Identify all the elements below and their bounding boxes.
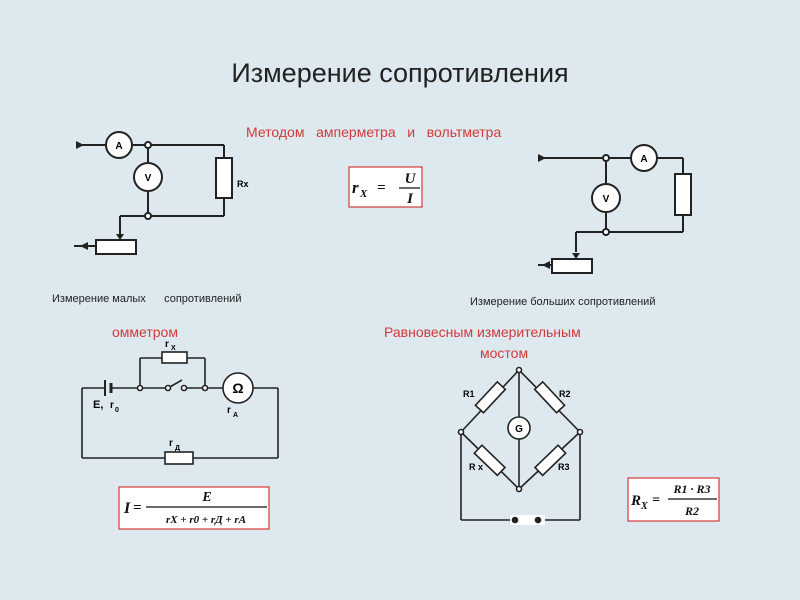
formula-rx-ui: r X = U I bbox=[348, 166, 423, 208]
formula-lhs-sub: X bbox=[640, 501, 648, 512]
section-bridge-line2: мостом bbox=[480, 345, 529, 361]
rheostat-slider bbox=[116, 234, 124, 240]
ammeter-icon bbox=[105, 131, 133, 159]
node bbox=[602, 228, 610, 236]
ohmmeter-circuit bbox=[81, 351, 279, 465]
formula-lhs: r bbox=[352, 178, 359, 197]
node bbox=[515, 366, 523, 374]
formula-current: I = E rX + r0 + rД + rA bbox=[118, 486, 270, 530]
resistor-r2 bbox=[533, 380, 566, 414]
voltmeter-label: V bbox=[145, 173, 152, 184]
caption-small-resistance: Измерение малых сопротивлений bbox=[52, 293, 242, 305]
formula-num: U bbox=[405, 171, 417, 187]
r2-label: R2 bbox=[559, 389, 571, 399]
formula-eq: = bbox=[652, 493, 660, 508]
ra-label: r bbox=[227, 405, 231, 416]
rd-label: r bbox=[169, 438, 173, 449]
terminal-arrow-bottom bbox=[80, 242, 88, 250]
ammeter-icon bbox=[630, 144, 658, 172]
formula-eq: = bbox=[133, 500, 142, 516]
formula-lhs: I bbox=[123, 500, 131, 517]
rheostat-slider bbox=[572, 253, 580, 259]
resistor-rx bbox=[161, 351, 188, 364]
formula-den: I bbox=[406, 191, 414, 207]
resistor-r1 bbox=[474, 380, 507, 414]
resistor-r3 bbox=[533, 444, 567, 477]
node bbox=[136, 384, 144, 392]
formula-den: rX + r0 + rД + rA bbox=[166, 514, 246, 526]
node bbox=[515, 485, 523, 493]
rheostat bbox=[551, 258, 593, 274]
node bbox=[144, 141, 152, 149]
section-ohmmeter: омметром bbox=[112, 324, 178, 340]
voltmeter-icon bbox=[133, 162, 163, 192]
node bbox=[201, 384, 209, 392]
supply-terminal bbox=[511, 516, 519, 524]
galvanometer-label: G bbox=[515, 424, 523, 435]
terminal-arrow-top bbox=[538, 154, 546, 162]
resistor-rx bbox=[674, 173, 692, 216]
r0-label: r bbox=[110, 400, 114, 411]
bridge-circuit bbox=[457, 366, 584, 525]
voltmeter-icon bbox=[591, 183, 621, 213]
resistor-rx bbox=[215, 157, 233, 199]
rd-sub: Д bbox=[175, 445, 180, 452]
resistor-rx-label: Rx bbox=[237, 179, 249, 189]
ammeter-label: A bbox=[640, 154, 647, 165]
supply-gap bbox=[510, 515, 545, 525]
node bbox=[457, 428, 465, 436]
ohmmeter-symbol: Ω bbox=[232, 380, 243, 396]
section-ammeter-voltmeter: Методом амперметра и вольтметра bbox=[246, 124, 502, 140]
resistor-rd bbox=[164, 451, 194, 465]
ammeter-label: A bbox=[115, 141, 122, 152]
formula-num: E bbox=[201, 490, 211, 505]
ohmmeter-icon bbox=[222, 372, 254, 404]
formula-bridge: R X = R1 · R3 R2 bbox=[627, 477, 720, 522]
r0-sub: 0 bbox=[115, 407, 119, 414]
node bbox=[576, 428, 584, 436]
supply-terminal bbox=[534, 516, 542, 524]
circuit-small-resistance bbox=[74, 131, 233, 255]
source-label: E, bbox=[93, 399, 103, 411]
galvanometer-icon bbox=[507, 416, 531, 440]
node bbox=[602, 154, 610, 162]
formula-den: R2 bbox=[684, 504, 699, 518]
switch-contact bbox=[180, 384, 188, 392]
r3-label: R3 bbox=[558, 462, 570, 472]
rx-label: R x bbox=[469, 462, 483, 472]
formula-num: R1 · R3 bbox=[672, 482, 710, 496]
ra-sub: A bbox=[233, 412, 238, 419]
section-bridge-line1: Равновесным измерительным bbox=[384, 324, 581, 340]
formula-lhs-sub: X bbox=[359, 188, 368, 200]
terminal-arrow-top bbox=[76, 141, 84, 149]
formula-lhs: R bbox=[630, 493, 641, 509]
voltmeter-label: V bbox=[603, 194, 610, 205]
rheostat bbox=[95, 239, 137, 255]
resistor-rx bbox=[473, 444, 507, 477]
node bbox=[144, 212, 152, 220]
rx-sub: X bbox=[171, 345, 176, 352]
page-title: Измерение сопротивления bbox=[231, 58, 569, 88]
formula-eq: = bbox=[377, 180, 386, 196]
switch-contact bbox=[164, 384, 172, 392]
circuit-large-resistance bbox=[538, 144, 692, 274]
r1-label: R1 bbox=[463, 389, 475, 399]
caption-large-resistance: Измерение больших сопротивлений bbox=[470, 296, 656, 308]
terminal-arrow-bottom bbox=[542, 261, 550, 269]
rx-label: r bbox=[165, 339, 169, 350]
